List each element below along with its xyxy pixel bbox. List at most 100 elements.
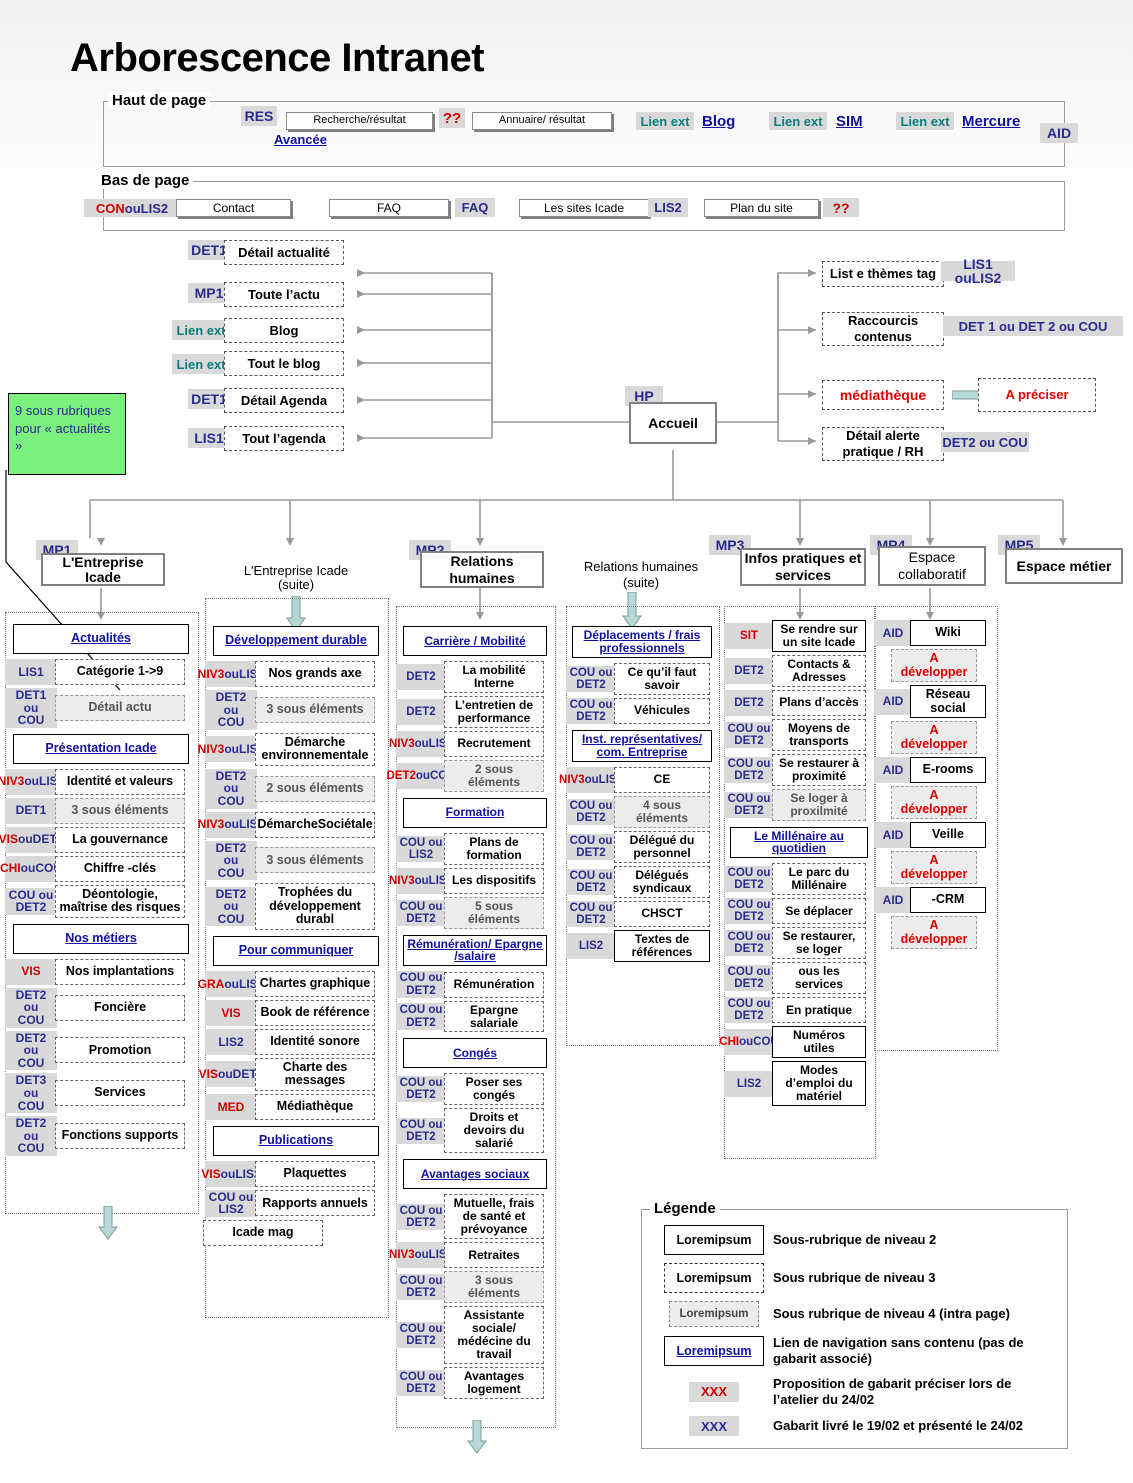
node-inst-repr-sentatives-com-entreprise[interactable]: Inst. représentatives/ com. Entreprise: [566, 729, 718, 762]
branch-node-toute-lactu[interactable]: Toute l’actu: [224, 282, 344, 307]
right-node-mediatheque[interactable]: médiathèque: [822, 380, 944, 410]
footer-item-contact[interactable]: Contact: [176, 199, 291, 217]
right-node-themes-tag[interactable]: List e thèmes tag: [822, 261, 944, 287]
footer-item-plan-du-site[interactable]: Plan du site: [704, 199, 819, 217]
branch-node-tout-lagenda[interactable]: Tout l’agenda: [224, 426, 344, 451]
branch-node-detail-actualite[interactable]: Détail actualité: [224, 240, 344, 265]
right-node-detail-alerte[interactable]: Détail alerte pratique / RH: [822, 427, 944, 461]
node-d-veloppement-durable[interactable]: Développement durable: [205, 626, 387, 656]
header-item-avancee[interactable]: Avancée: [274, 132, 327, 147]
section-node-entreprise-icade[interactable]: L'Entreprise Icade: [41, 553, 165, 586]
header-item-annuaire[interactable]: Annuaire/ résultat: [472, 112, 612, 130]
node-actualit-s[interactable]: Actualités: [5, 624, 197, 654]
header-item-blog[interactable]: Blog: [702, 113, 735, 130]
node-formation[interactable]: Formation: [396, 797, 554, 828]
section-node-espace-collaboratif[interactable]: Espace collaboratif: [878, 546, 986, 586]
home-node[interactable]: Accueil: [629, 402, 717, 444]
node-carri-re-mobilit[interactable]: Carrière / Mobilité: [396, 626, 554, 656]
branch-node-tout-le-blog[interactable]: Tout le blog: [224, 351, 344, 376]
section-node-espace-metier[interactable]: Espace métier: [1005, 548, 1123, 584]
section-node-relations-humaines[interactable]: Relations humaines: [420, 551, 544, 588]
right-node-a-preciser[interactable]: A préciser: [978, 378, 1096, 412]
branch-node-detail-agenda[interactable]: Détail Agenda: [224, 388, 344, 413]
node-r-mun-ration-epargne-salaire[interactable]: Rémunération/ Epargne /salaire: [396, 934, 554, 967]
node-le-mill-naire-au-quotidien[interactable]: Le Millénaire au quotidien: [724, 826, 874, 859]
header-item-recherche[interactable]: Recherche/résultat: [286, 112, 433, 130]
node-avantages-sociaux[interactable]: Avantages sociaux: [396, 1159, 554, 1190]
footer-item-sites-icade[interactable]: Les sites Icade: [519, 199, 649, 217]
node-pour-communiquer[interactable]: Pour communiquer: [205, 935, 387, 966]
branch-node-blog[interactable]: Blog: [224, 318, 344, 343]
node-crm[interactable]: AID-CRM: [874, 887, 996, 913]
right-node-raccourcis[interactable]: Raccourcis contenus: [822, 312, 944, 346]
node-cong-s[interactable]: Congés: [396, 1038, 554, 1069]
header-item-mercure[interactable]: Mercure: [962, 113, 1020, 130]
header-item-sim[interactable]: SIM: [836, 113, 863, 130]
node-nos-m-tiers[interactable]: Nos métiers: [5, 923, 197, 954]
